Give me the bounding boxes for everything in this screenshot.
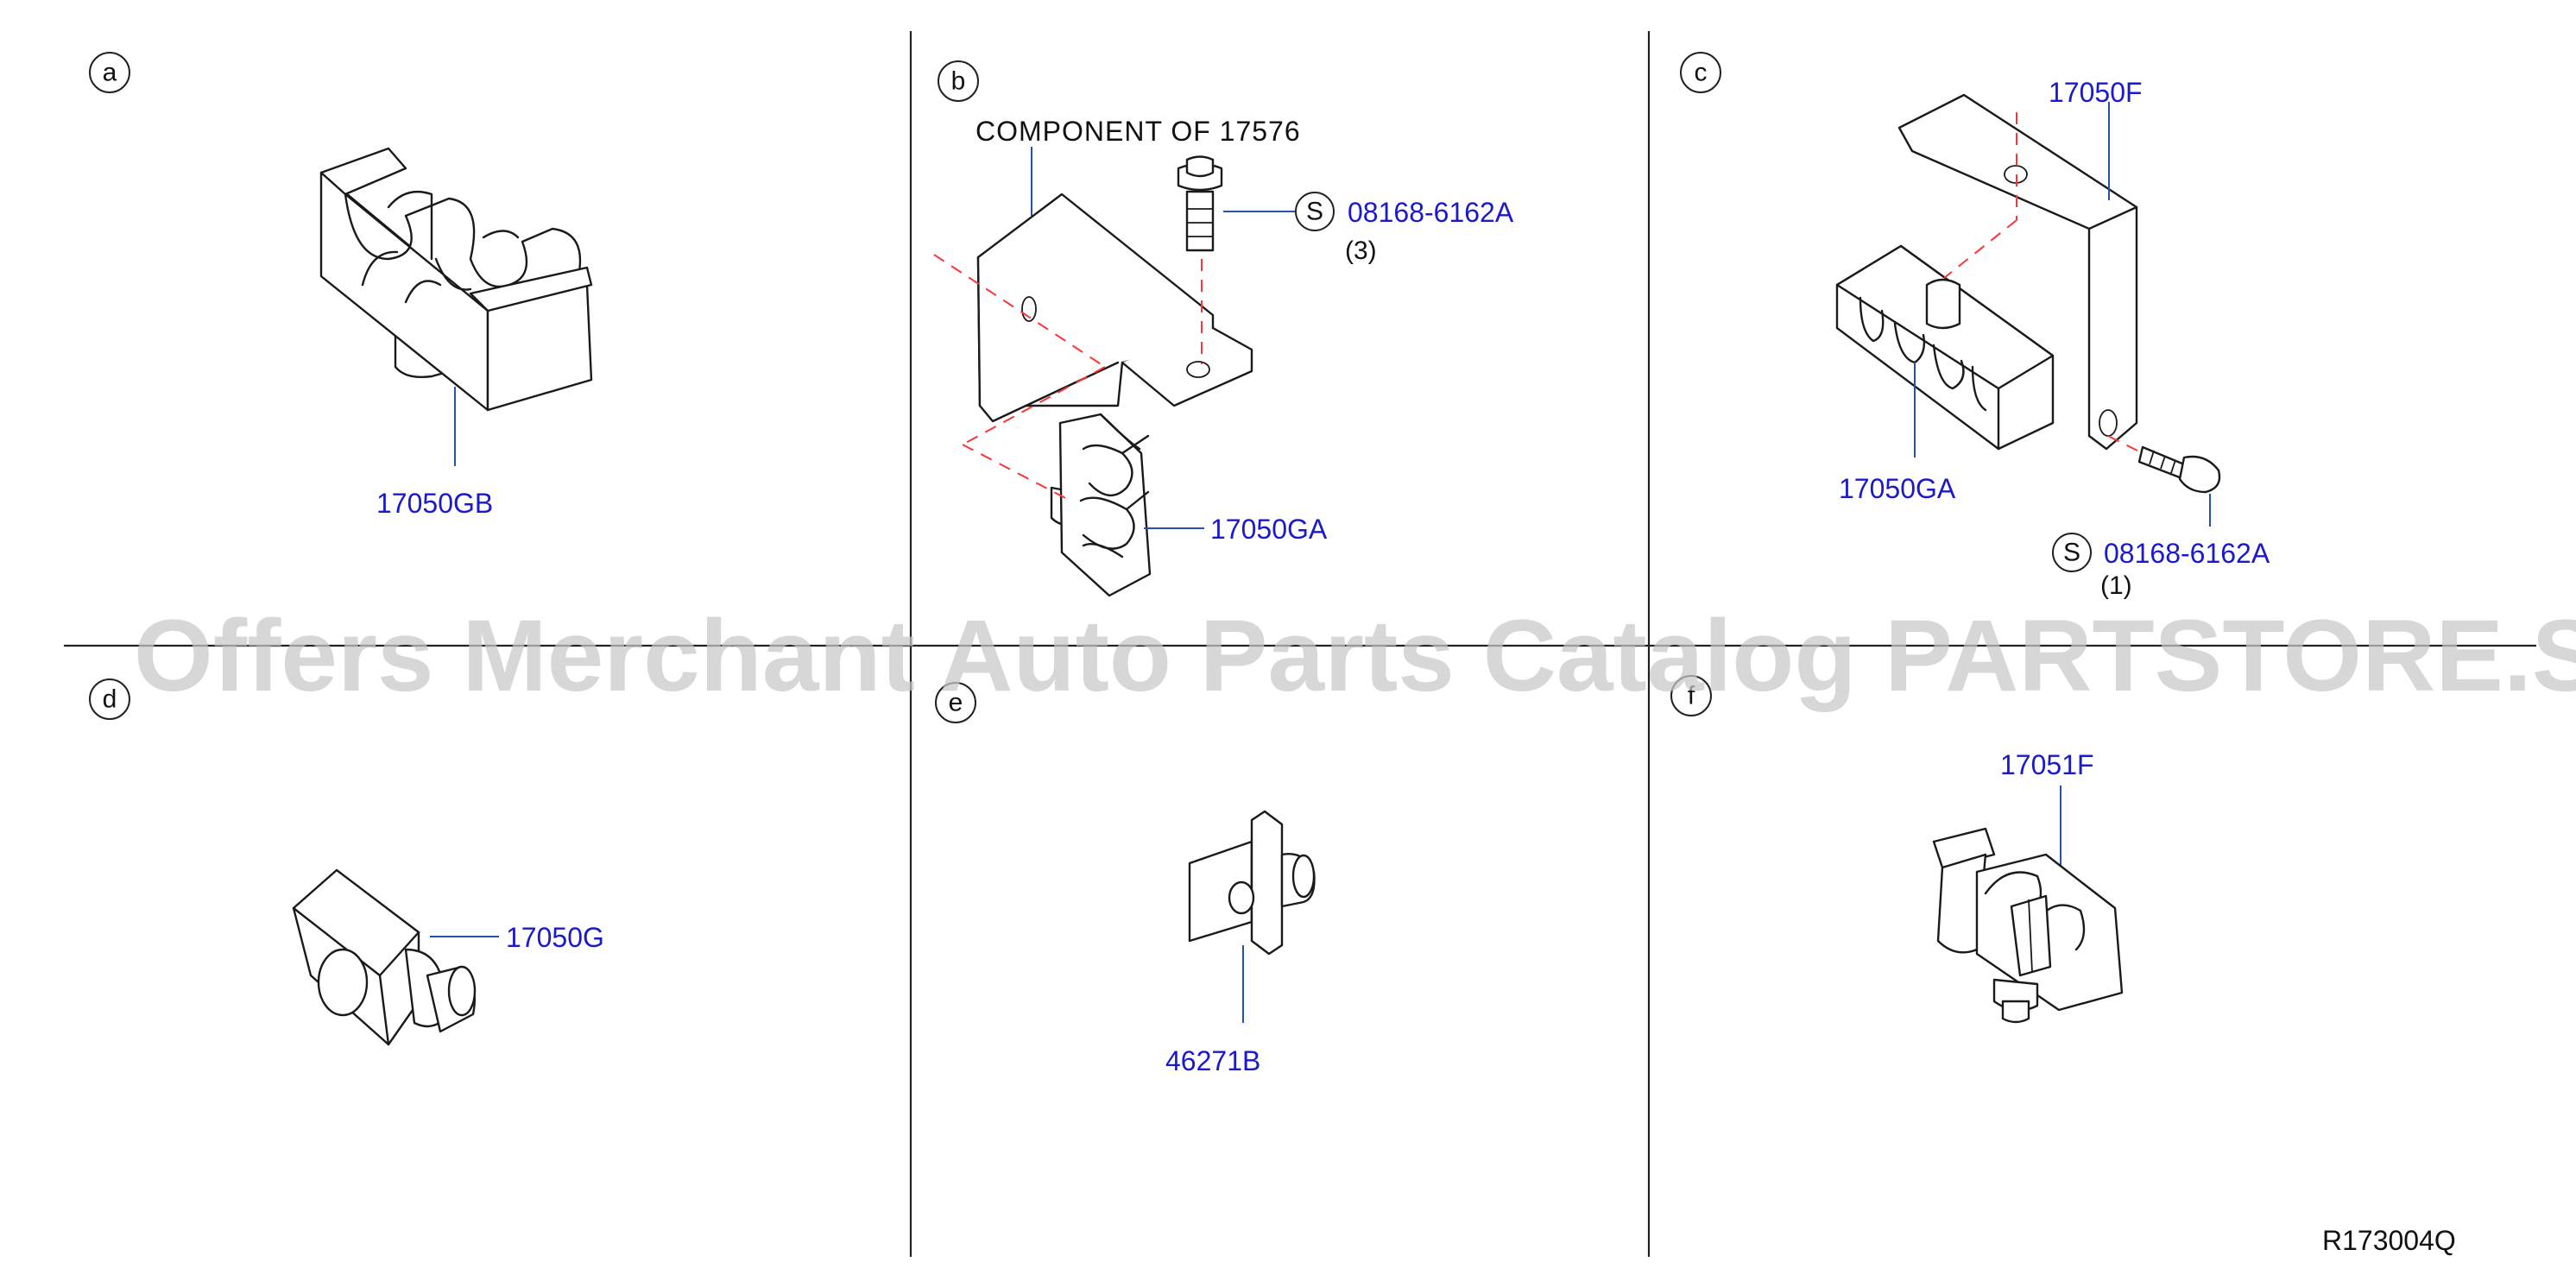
panel-label-b: b [938,60,979,102]
part-number-17050G[interactable]: 17050G [506,922,604,953]
part-number-08168-6162A-c[interactable]: 08168-6162A [2104,538,2270,569]
part-number-46271B[interactable]: 46271B [1165,1045,1260,1076]
clip-17050GA-b-drawing [1050,413,1152,597]
bolt-symbol-letter-c: S [2063,539,2080,567]
panel-label-f: f [1670,675,1712,716]
part-number-17050F[interactable]: 17050F [2049,77,2143,108]
bolt-symbol-letter-b: S [1306,198,1323,226]
clip-46271B-drawing [1188,810,1316,956]
bolt-quantity-c: (1) [2100,571,2132,600]
alignment-lines-b [933,254,1203,502]
clip-17050G-drawing [292,868,477,1046]
clip-17050GB-drawing [319,147,593,412]
part-number-17050GA-c[interactable]: 17050GA [1839,473,1956,504]
bolt-b-drawing [1177,155,1223,252]
part-number-17050GB[interactable]: 17050GB [376,488,493,519]
panel-letter-f: f [1688,682,1695,710]
panel-letter-e: e [949,689,963,717]
panel-dividers [64,31,2536,1257]
panel-label-a: a [89,52,130,93]
clip-17051F-drawing [1932,827,2124,1024]
clip-17050GA-c-drawing [1835,244,2055,451]
bolt-symbol-b: S [1295,192,1335,231]
panel-label-d: d [89,678,130,720]
panel-letter-a: a [103,59,117,87]
panel-label-c: c [1680,52,1721,93]
bolt-quantity-b: (3) [1345,237,1377,265]
panel-letter-c: c [1695,59,1708,87]
bracket-drawing [976,192,1253,423]
alignment-lines-c [1943,112,2144,454]
bolt-symbol-c: S [2052,533,2092,572]
panel-letter-d: d [103,685,117,714]
watermark: Offers Merchant Auto Parts Catalog PARTS… [134,599,2576,713]
component-note: COMPONENT OF 17576 [975,116,1301,147]
part-number-17050GA-b[interactable]: 17050GA [1210,514,1328,545]
panel-label-e: e [935,682,976,723]
bolt-c-drawing [2137,445,2221,494]
diagram-reference-number: R173004Q [2322,1225,2456,1256]
panel-letter-b: b [951,67,966,96]
part-number-17051F[interactable]: 17051F [2000,749,2094,780]
part-number-08168-6162A-b[interactable]: 08168-6162A [1348,197,1514,228]
